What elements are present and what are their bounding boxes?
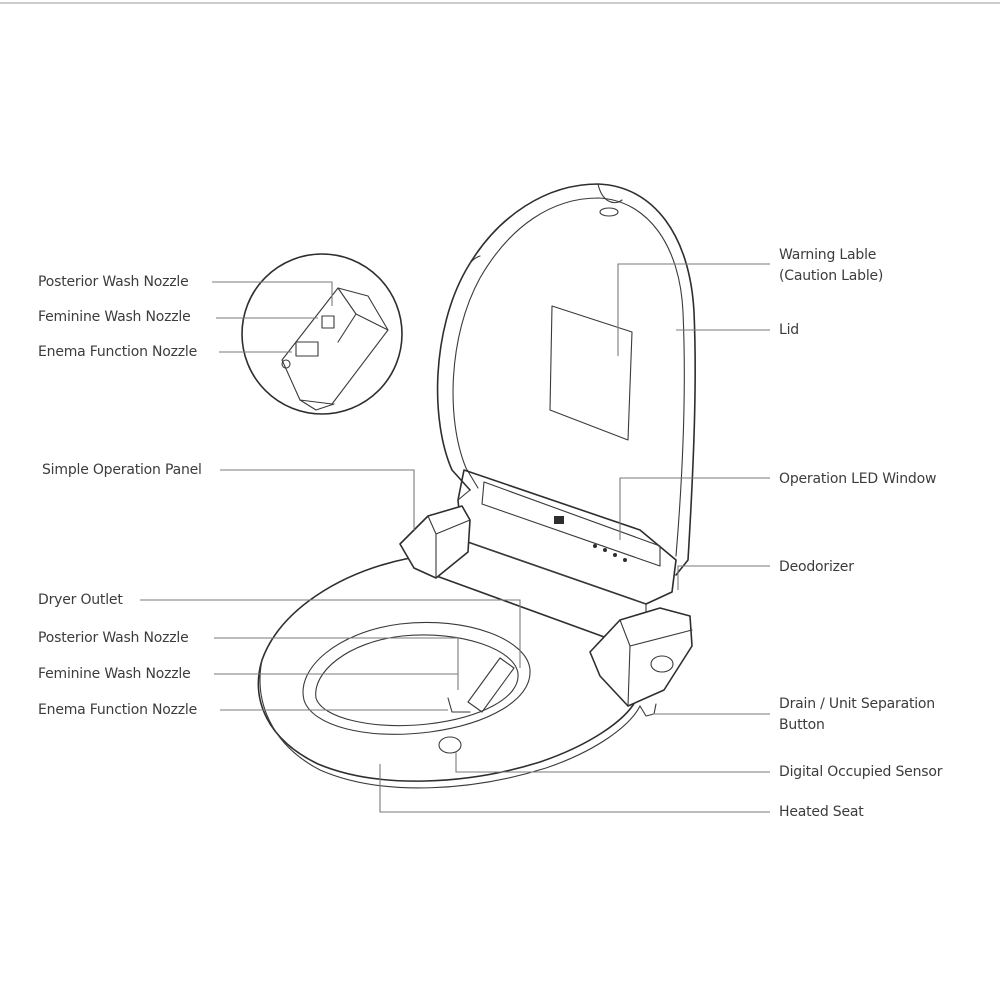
led-window-icon	[554, 516, 564, 524]
label-feminine-wash-nozzle: Feminine Wash Nozzle	[38, 666, 191, 682]
right-hinge	[589, 607, 693, 717]
label-lid: Lid	[779, 322, 799, 338]
leader-lines	[140, 263, 770, 813]
led-dot	[613, 553, 617, 557]
lid	[436, 183, 696, 576]
label-deodorizer: Deodorizer	[779, 559, 854, 575]
warning-label-sticker	[549, 305, 633, 441]
nozzle-inset	[241, 253, 403, 415]
led-dot	[603, 548, 607, 552]
left-hinge	[399, 505, 471, 579]
inset-label-feminine-wash-nozzle: Feminine Wash Nozzle	[38, 309, 191, 325]
label-operation-led-window: Operation LED Window	[779, 471, 937, 487]
label-dryer-outlet: Dryer Outlet	[38, 592, 123, 608]
led-dot	[593, 544, 597, 548]
label-caution-lable: (Caution Lable)	[779, 268, 884, 284]
led-dot	[623, 558, 627, 562]
inset-label-posterior-wash-nozzle: Posterior Wash Nozzle	[38, 274, 189, 290]
label-simple-operation-panel: Simple Operation Panel	[42, 462, 202, 478]
label-drain-button: Button	[779, 717, 825, 733]
label-digital-occupied-sensor: Digital Occupied Sensor	[779, 764, 943, 780]
label-posterior-wash-nozzle: Posterior Wash Nozzle	[38, 630, 189, 646]
seat	[257, 557, 641, 789]
label-heated-seat: Heated Seat	[779, 804, 864, 820]
occupied-sensor	[438, 736, 462, 754]
label-drain-unit-separation: Drain / Unit Separation	[779, 696, 935, 712]
inset-label-enema-function-nozzle: Enema Function Nozzle	[38, 344, 198, 360]
label-enema-function-nozzle: Enema Function Nozzle	[38, 702, 198, 718]
label-warning-lable: Warning Lable	[779, 247, 877, 263]
